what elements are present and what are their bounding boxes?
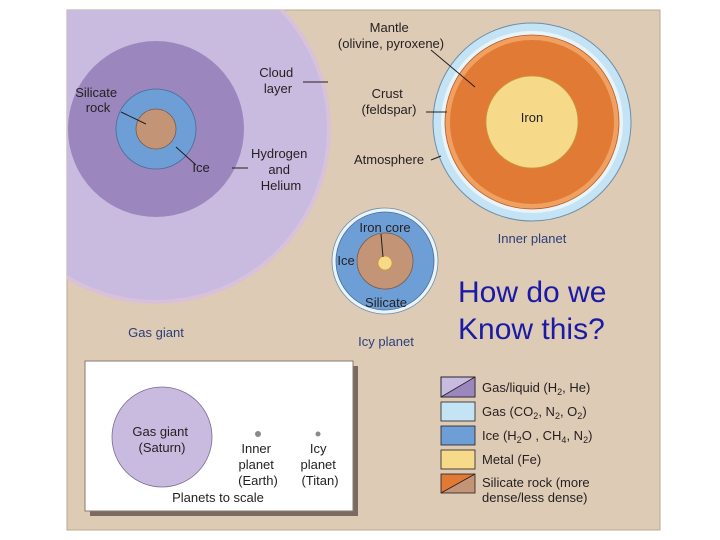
legend-label-gas: Gas (CO2, N2, O2) [482, 404, 587, 421]
planets-to-scale-box: Gas giant (Saturn) Inner planet (Earth) … [84, 360, 358, 516]
cloud-layer-label: Cloud layer [259, 65, 297, 96]
gas-giant-leader-lines [120, 81, 328, 169]
legend-label-metal: Metal (Fe) [482, 452, 541, 467]
earth-label: Inner planet (Earth) [238, 441, 278, 488]
crust-label: Crust (feldspar) [362, 86, 417, 117]
icy-planet-ice-label: Ice [337, 253, 354, 268]
legend-swatch-metal [440, 449, 476, 470]
icy-planet-iron-core [377, 255, 393, 271]
planets-to-scale-title: Planets to scale [172, 490, 264, 505]
legend-label-ice: Ice (H2O , CH4, N2) [482, 428, 592, 445]
inner-planet-iron-core [485, 75, 579, 169]
saturn-label: Gas giant (Saturn) [132, 424, 191, 455]
inner-planet [432, 22, 632, 222]
legend-swatch-gas [440, 401, 476, 422]
titan-dot [315, 431, 321, 437]
iron-core-label: Iron core [359, 220, 410, 235]
question-text: How do we Know this? [458, 274, 658, 348]
question-line-2: Know this? [458, 313, 605, 346]
titan-label: Icy planet (Titan) [300, 441, 339, 488]
legend-label-silicate-rock: Silicate rock (more dense/less dense) [482, 475, 593, 505]
inner-planet-leader-lines [426, 49, 476, 161]
legend-swatch-gas-liquid [440, 376, 476, 398]
earth-dot [255, 431, 261, 437]
iron-label: Iron [521, 110, 543, 125]
atmosphere-label: Atmosphere [354, 152, 424, 167]
gas-giant-caption: Gas giant [128, 325, 184, 340]
gas-giant-silicate-core [135, 108, 177, 150]
gas-giant-ice-label: Ice [192, 160, 209, 175]
icy-planet-leader-lines [380, 233, 384, 258]
legend-swatch-silicate-rock [440, 473, 476, 494]
legend-swatch-ice [440, 425, 476, 446]
silicate-rock-label: Silicate rock [75, 85, 121, 115]
question-line-1: How do we [458, 276, 607, 309]
icy-planet-caption: Icy planet [358, 334, 414, 349]
legend-label-gas-liquid: Gas/liquid (H2, He) [482, 380, 590, 397]
saturn-disc [111, 386, 213, 488]
gas-giant [67, 10, 331, 304]
hydrogen-helium-label: Hydrogen and Helium [251, 146, 311, 193]
mantle-label: Mantle (olivine, pyroxene) [338, 20, 444, 51]
icy-planet [331, 207, 439, 315]
icy-planet-silicate-label: Silicate [365, 295, 407, 310]
legend: Gas/liquid (H2, He) Gas (CO2, N2, O2) Ic… [440, 376, 593, 505]
inner-planet-caption: Inner planet [498, 231, 567, 246]
